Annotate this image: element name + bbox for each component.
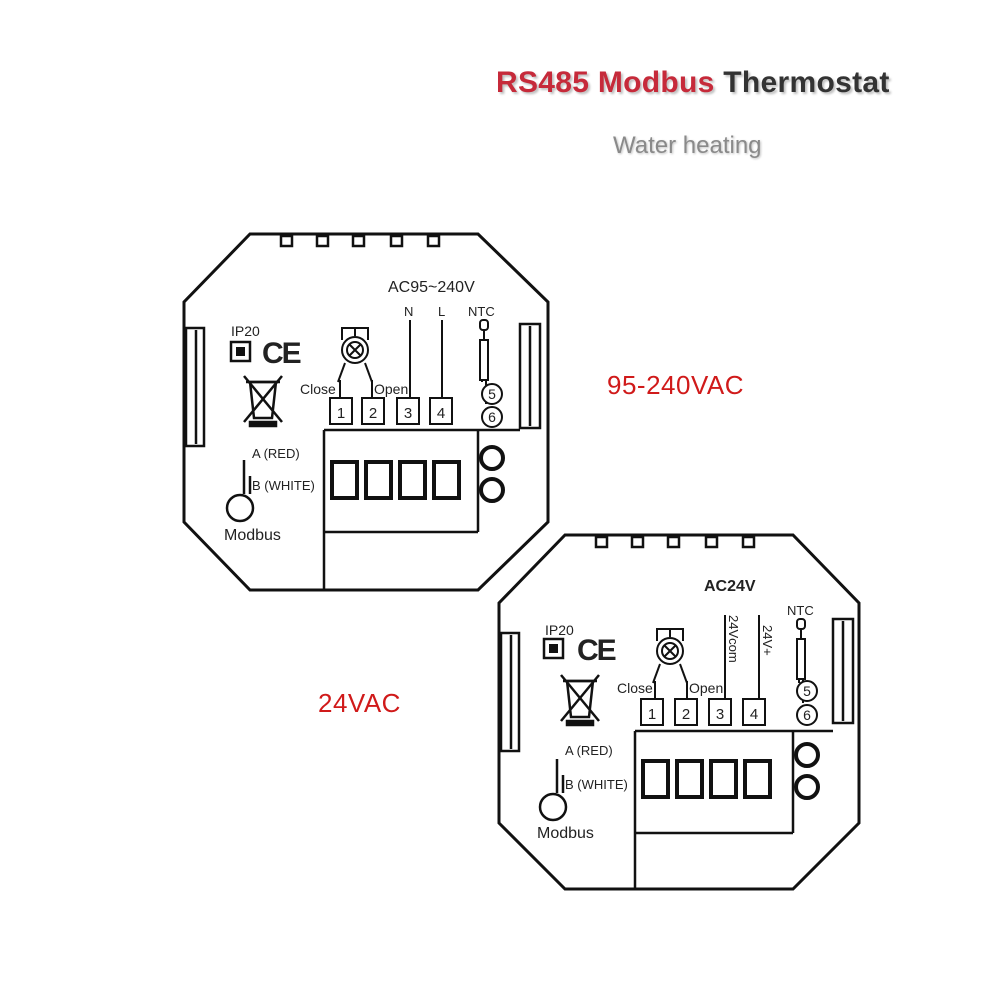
page-title: RS485 Modbus Thermostat — [496, 66, 890, 100]
screw-terminals — [330, 460, 461, 500]
device-outline — [182, 232, 550, 592]
title-dark-part: Thermostat — [723, 66, 890, 99]
top-clips — [594, 535, 756, 549]
ip-label: IP20 — [545, 622, 574, 638]
valve-motor-icon — [337, 327, 373, 398]
wire-n-label: N — [404, 304, 413, 319]
wire-l-label: L — [438, 304, 445, 319]
screw-terminals — [641, 759, 772, 799]
terminal-strip — [329, 397, 453, 425]
terminal-4: 4 — [750, 706, 758, 723]
terminal-strip — [640, 698, 766, 726]
side-clips — [184, 322, 542, 448]
title-red-part: RS485 Modbus — [496, 66, 715, 99]
modbus-a-label: A (RED) — [565, 743, 613, 758]
terminal-1: 1 — [648, 706, 656, 723]
modbus-a-label: A (RED) — [252, 446, 300, 461]
modbus-connector-icon — [538, 759, 568, 822]
terminal-block-frame — [633, 729, 833, 889]
valve-open-label: Open — [374, 381, 408, 397]
valve-close-label: Close — [300, 381, 336, 397]
crossed-out-bin-icon — [243, 375, 283, 428]
crossed-out-bin-icon — [560, 674, 600, 727]
ntc-terminal-5: 5 — [803, 683, 811, 699]
valve-open-label: Open — [689, 680, 723, 696]
page-subtitle: Water heating — [613, 132, 762, 159]
device-outline — [497, 533, 861, 891]
terminal-3: 3 — [404, 405, 412, 422]
terminal-block-frame — [322, 428, 520, 590]
terminal-3: 3 — [716, 706, 724, 723]
ce-mark: CE — [262, 337, 301, 370]
ip20-box-icon — [542, 637, 565, 660]
wiring-diagram-ac230: IP20 CE Close Open AC95~240V N L NTC — [182, 232, 550, 592]
valve-close-label: Close — [617, 680, 653, 696]
round-terminals — [794, 742, 820, 800]
ip-label: IP20 — [231, 323, 260, 339]
voltage-label-high: 95-240VAC — [607, 370, 744, 400]
ntc-label: NTC — [468, 304, 495, 319]
round-terminals — [479, 445, 505, 503]
ntc-label: NTC — [787, 603, 814, 618]
terminal-4: 4 — [437, 405, 445, 422]
terminal-1: 1 — [337, 405, 345, 422]
ip20-box-icon — [229, 340, 252, 363]
ntc-terminal-6: 6 — [488, 409, 496, 425]
modbus-label: Modbus — [224, 527, 281, 544]
modbus-connector-icon — [225, 460, 255, 523]
ntc-terminals: 5 6 — [796, 680, 818, 726]
modbus-b-label: B (WHITE) — [565, 777, 628, 792]
valve-motor-icon — [652, 628, 688, 699]
ntc-terminal-6: 6 — [803, 707, 811, 723]
modbus-b-label: B (WHITE) — [252, 478, 315, 493]
wiring-diagram-ac24: IP20 CE Close Open AC24V 24Vcom 24V+ NTC — [497, 533, 861, 891]
voltage-label-low: 24VAC — [318, 688, 401, 718]
supply-wires — [409, 320, 443, 400]
terminal-2: 2 — [369, 405, 377, 422]
terminal-2: 2 — [682, 706, 690, 723]
ntc-terminals: 5 6 — [481, 383, 503, 428]
wire-com-label: 24Vcom — [726, 615, 741, 663]
ce-mark: CE — [577, 634, 616, 667]
wire-plus-label: 24V+ — [760, 625, 775, 656]
modbus-label: Modbus — [537, 825, 594, 842]
ntc-terminal-5: 5 — [488, 386, 496, 402]
supply-label: AC24V — [704, 578, 756, 595]
top-clips — [279, 234, 441, 248]
side-clips — [499, 617, 855, 753]
supply-wires — [724, 615, 760, 701]
supply-label: AC95~240V — [388, 279, 475, 296]
